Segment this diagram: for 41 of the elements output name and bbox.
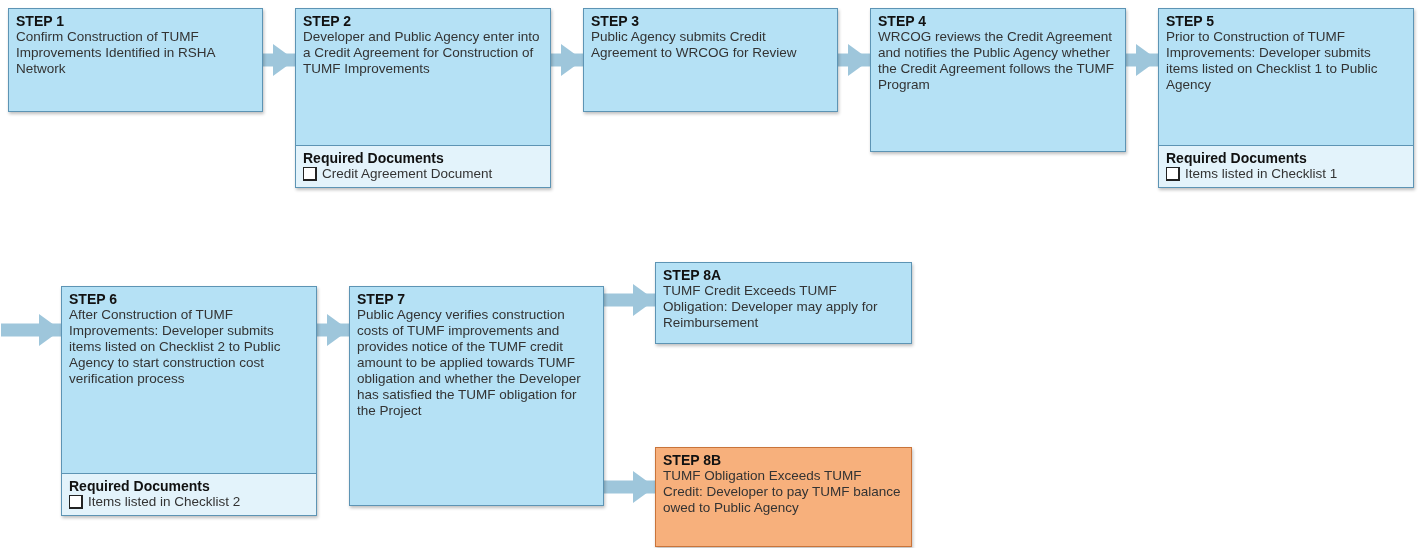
- step-title: STEP 1: [16, 13, 65, 29]
- step-description: After Construction of TUMF Improvements: Developer submits items listed on Checklist 2 to Public Agency to start construction cost verification process: [69, 307, 282, 387]
- step-description: WRCOG reviews the Credit Agreement and notifies the Public Agency whether the Credit Agreement follows the TUMF Program: [878, 29, 1116, 93]
- step-title: STEP 8B: [663, 452, 723, 468]
- step-title: STEP 6: [69, 291, 118, 307]
- step-title: STEP 5: [1166, 13, 1215, 29]
- step-title: STEP 2: [303, 13, 352, 29]
- step-card: [349, 286, 604, 506]
- flow-arrow: [604, 284, 655, 316]
- step-title: STEP 8A: [663, 267, 723, 283]
- step-title: STEP 4: [878, 13, 927, 29]
- step-description: Public Agency verifies construction costs of TUMF improvements and provides notice of the TUMF credit amount to be applied towards TUMF obligation and whether the Developer has satisfied the TUMF obligation for the Project: [357, 307, 582, 419]
- step-card: [61, 286, 317, 516]
- document-item: Items listed in Checklist 1: [1185, 166, 1338, 182]
- step-description: Prior to Construction of TUMF Improvements: Developer submits items listed on Checklist 1 to Public Agency: [1166, 29, 1379, 93]
- flow-arrow: [1, 314, 61, 346]
- step-title: STEP 3: [591, 13, 640, 29]
- step-card: [295, 8, 551, 188]
- step-description: TUMF Credit Exceeds TUMF Obligation: Developer may apply for Reimbursement: [663, 283, 879, 331]
- step-description: TUMF Obligation Exceeds TUMF Credit: Developer to pay TUMF balance owed to Public Agency: [663, 468, 902, 516]
- flow-arrow: [263, 44, 295, 76]
- documents-heading: Required Documents: [303, 150, 445, 166]
- step-card: [1158, 8, 1414, 188]
- document-item: Credit Agreement Document: [322, 166, 493, 182]
- flow-arrow: [838, 44, 870, 76]
- step-card: [583, 8, 838, 112]
- documents-heading: Required Documents: [69, 478, 211, 494]
- documents-heading: Required Documents: [1166, 150, 1308, 166]
- step-title: STEP 7: [357, 291, 406, 307]
- document-item: Items listed in Checklist 2: [88, 494, 241, 510]
- step-card: [655, 262, 912, 344]
- flow-arrow: [604, 471, 655, 503]
- step-description: Developer and Public Agency enter into a Credit Agreement for Construction of TUMF Improvements: [303, 29, 541, 77]
- flow-arrow: [1126, 44, 1158, 76]
- flow-arrow: [317, 314, 349, 346]
- flow-arrow: [551, 44, 583, 76]
- step-card: [870, 8, 1126, 152]
- step-card: [8, 8, 263, 112]
- step-card: [655, 447, 912, 547]
- step-description: Confirm Construction of TUMF Improvements Identified in RSHA Network: [16, 29, 217, 77]
- step-description: Public Agency submits Credit Agreement to WRCOG for Review: [591, 29, 798, 61]
